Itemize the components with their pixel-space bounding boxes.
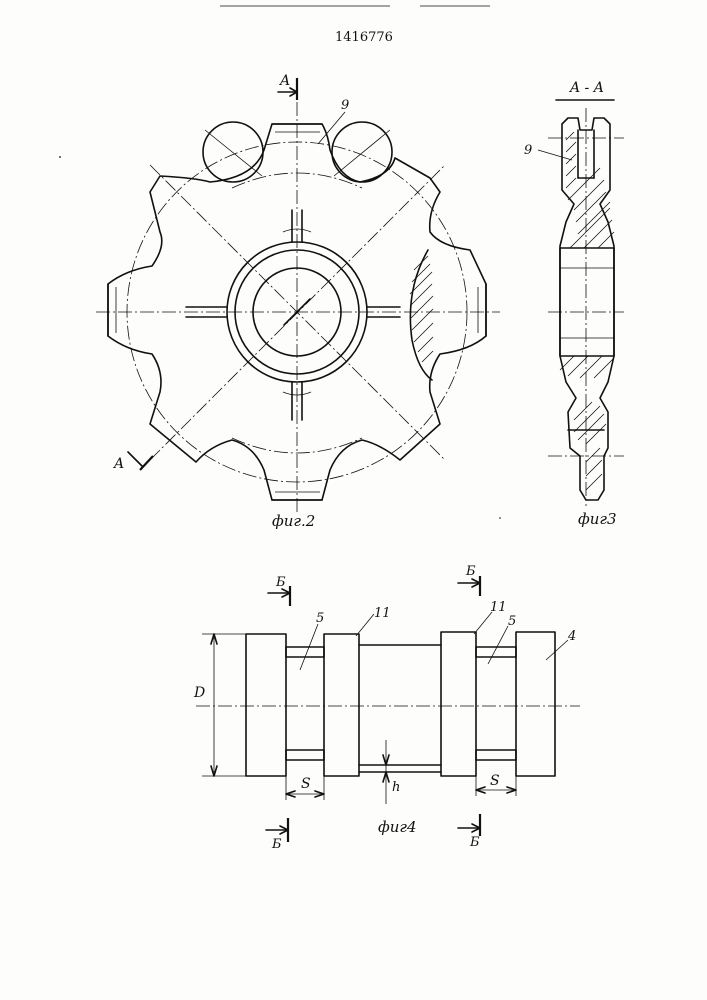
fig2-roller-right	[332, 122, 392, 182]
fig2-roller-left-axis	[205, 130, 262, 176]
fig4-plate-right-inner	[441, 632, 476, 776]
fig4-dim-S-right: S	[490, 773, 500, 789]
fig4-section-label-bl: Б	[271, 837, 282, 852]
fig3-caption: фиг3	[578, 510, 617, 528]
fig4-dim-D: D	[193, 685, 205, 701]
fig2-ref-9: 9	[341, 98, 349, 113]
fig2-leader-9	[318, 112, 345, 144]
fig4-leader-4	[546, 640, 568, 660]
fig4-dim-h: h	[392, 780, 400, 795]
fig4-section-label-br: Б	[469, 835, 480, 850]
fig4-ref-5-left: 5	[316, 611, 324, 626]
fig4-section-label-tr: Б	[465, 564, 476, 579]
speck-mid	[499, 517, 501, 519]
fig4-pin-left-top	[286, 647, 324, 657]
fig2-section-label-top: A	[278, 73, 290, 89]
fig2-caption: фиг.2	[272, 512, 315, 530]
fig3-section: A - A	[524, 80, 624, 528]
fig2-section-label-bottom: A	[112, 456, 124, 472]
fig4-pin-left-bottom	[286, 750, 324, 760]
speck-left	[59, 156, 61, 158]
fig4-ref-11-right: 11	[490, 600, 507, 615]
fig4-pin-right-bottom	[476, 750, 516, 760]
fig2-section-arrow-bottom	[128, 452, 142, 466]
fig4-ref-5-right: 5	[508, 614, 516, 629]
fig4-dim-S-left: S	[301, 776, 311, 792]
fig2-roller-right-axis	[334, 130, 390, 176]
fig4-section-label-tl: Б	[275, 575, 286, 590]
fig4-plate-right-outer	[516, 632, 555, 776]
document-number: 1416776	[335, 30, 393, 45]
fig4-caption: фиг4	[378, 818, 417, 836]
fig3-hub	[560, 248, 614, 356]
fig4-leader-5-right	[488, 626, 508, 664]
fig4-plate-left-inner	[324, 634, 359, 776]
fig2-section-line-bottom	[140, 456, 153, 470]
fig4-plate-left-outer	[246, 634, 286, 776]
fig4-leader-11-right	[474, 612, 492, 634]
fig3-ref-9: 9	[524, 143, 532, 158]
fig4-chain: D S S h 5 11 11 5 4 Б	[193, 564, 580, 852]
fig3-title: A - A	[568, 80, 604, 96]
fig4-ref-11-left: 11	[374, 606, 391, 621]
fig2-roller-left	[203, 122, 263, 182]
fig4-leader-11-left	[356, 614, 374, 636]
fig3-hatch-top	[566, 132, 614, 248]
fig2-sprocket: A A 9 фиг.2	[96, 73, 500, 530]
fig4-ref-4: 4	[567, 629, 576, 644]
